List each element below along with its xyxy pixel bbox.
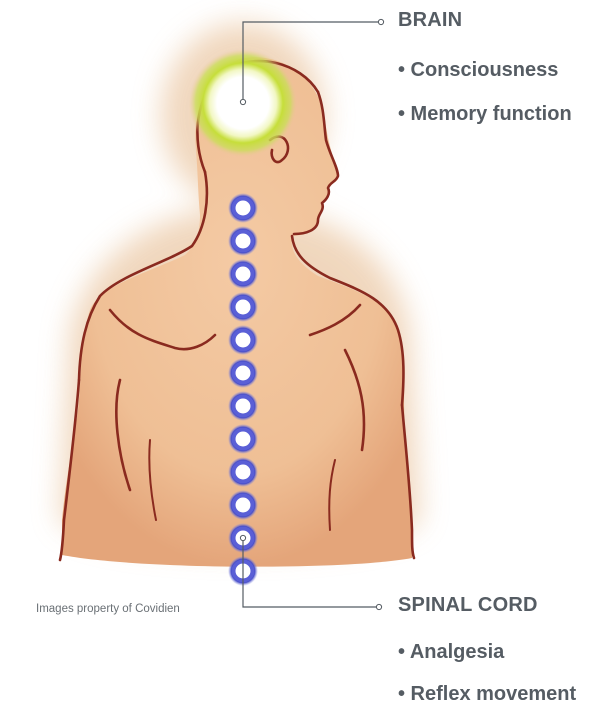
spinal-item-reflex: • Reflex movement — [398, 683, 576, 706]
spinal-leader-end — [376, 604, 381, 609]
spinal-cord-title: SPINAL CORD — [398, 594, 538, 617]
vertebra-ring-4 — [234, 298, 253, 317]
vertebra-ring-1 — [234, 199, 253, 218]
brain-leader-dot — [240, 99, 245, 104]
brain-item-memory: • Memory function — [398, 103, 572, 126]
spinal-leader-dot — [240, 535, 245, 540]
vertebra-ring-3 — [234, 265, 253, 284]
vertebra-ring-5 — [234, 331, 253, 350]
brain-leader-end — [378, 19, 383, 24]
vertebra-ring-10 — [234, 496, 253, 515]
vertebra-ring-2 — [234, 232, 253, 251]
brain-item-consciousness: • Consciousness — [398, 59, 558, 82]
vertebra-ring-9 — [234, 463, 253, 482]
brain-title: BRAIN — [398, 9, 462, 32]
image-credit: Images property of Covidien — [36, 603, 180, 615]
vertebra-ring-7 — [234, 397, 253, 416]
vertebra-ring-6 — [234, 364, 253, 383]
vertebra-ring-8 — [234, 430, 253, 449]
spinal-item-analgesia: • Analgesia — [398, 641, 504, 664]
